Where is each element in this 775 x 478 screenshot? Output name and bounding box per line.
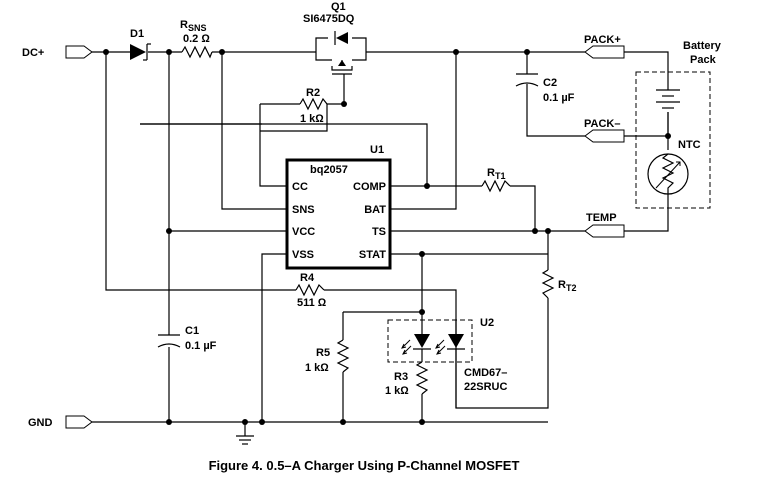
c1-label: C1 [185, 325, 199, 337]
led-u2: U2 CMD67– 22SRUC [387, 317, 507, 393]
rt1-label: RT1 [487, 167, 505, 181]
u1-pin-bat: BAT [364, 204, 386, 216]
ic-u1: U1 bq2057 CC SNS VCC VSS COMP BAT TS STA… [285, 144, 392, 270]
port-gnd: GND [28, 415, 93, 429]
u2-label: U2 [480, 317, 494, 329]
u2-part-line1: CMD67– [464, 367, 507, 379]
port-dc-plus-label: DC+ [22, 47, 44, 59]
r5-label: R5 [316, 347, 330, 359]
port-pack-minus: PACK– [584, 118, 625, 143]
wires [92, 51, 669, 436]
port-dc-plus: DC+ [22, 45, 93, 59]
q1-label: Q1 [331, 1, 346, 13]
port-pack-minus-label: PACK– [584, 118, 620, 130]
r2-label: R2 [306, 87, 320, 99]
ground-symbol [236, 435, 254, 445]
port-temp: TEMP [584, 212, 625, 238]
ntc-label: NTC [678, 139, 701, 151]
port-gnd-label: GND [28, 417, 53, 429]
c2-label: C2 [543, 77, 557, 89]
u1-pin-cc: CC [292, 181, 308, 193]
u1-pin-sns: SNS [292, 204, 315, 216]
resistor-rt2: RT2 [541, 269, 576, 299]
capacitor-c1: C1 0.1 µF [157, 323, 217, 352]
resistor-rsns: RSNS 0.2 Ω [180, 19, 213, 59]
resistor-rt1: RT1 [481, 167, 511, 193]
battery-pack: Battery Pack NTC [635, 40, 722, 209]
r5-value: 1 kΩ [305, 362, 329, 374]
battery-label-line2: Pack [690, 54, 717, 66]
figure-caption: Figure 4. 0.5–A Charger Using P-Channel … [209, 458, 520, 473]
rt2-label: RT2 [558, 279, 576, 293]
resistor-r4: R4 511 Ω [295, 272, 327, 309]
mosfet-q1: Q1 SI6475DQ [303, 1, 367, 80]
resistor-r3: R3 1 kΩ [385, 361, 429, 397]
battery-label-line1: Battery [683, 40, 722, 52]
q1-part: SI6475DQ [303, 13, 355, 25]
port-temp-label: TEMP [586, 212, 617, 224]
capacitor-c2: C2 0.1 µF [515, 73, 575, 104]
u1-pin-stat: STAT [359, 249, 386, 261]
diode-d1: D1 [130, 28, 151, 61]
u1-label: U1 [370, 144, 384, 156]
port-pack-plus-label: PACK+ [584, 34, 621, 46]
rsns-value: 0.2 Ω [183, 33, 210, 45]
c2-value: 0.1 µF [543, 92, 575, 104]
r4-label: R4 [300, 272, 315, 284]
r3-value: 1 kΩ [385, 385, 409, 397]
junction-dots [103, 49, 671, 425]
d1-label: D1 [130, 28, 144, 40]
u1-pin-ts: TS [372, 226, 386, 238]
u2-part-line2: 22SRUC [464, 381, 507, 393]
u1-part: bq2057 [310, 164, 348, 176]
u1-pin-vcc: VCC [292, 226, 315, 238]
r2-value: 1 kΩ [300, 113, 324, 125]
r4-value: 511 Ω [297, 297, 327, 309]
resistor-r2: R2 1 kΩ [299, 87, 328, 125]
r3-label: R3 [394, 371, 408, 383]
rsns-label: RSNS [180, 19, 206, 33]
port-pack-plus: PACK+ [584, 34, 625, 59]
u1-pin-comp: COMP [353, 181, 386, 193]
resistor-r5: R5 1 kΩ [305, 339, 350, 374]
u1-pin-vss: VSS [292, 249, 314, 261]
c1-value: 0.1 µF [185, 340, 217, 352]
